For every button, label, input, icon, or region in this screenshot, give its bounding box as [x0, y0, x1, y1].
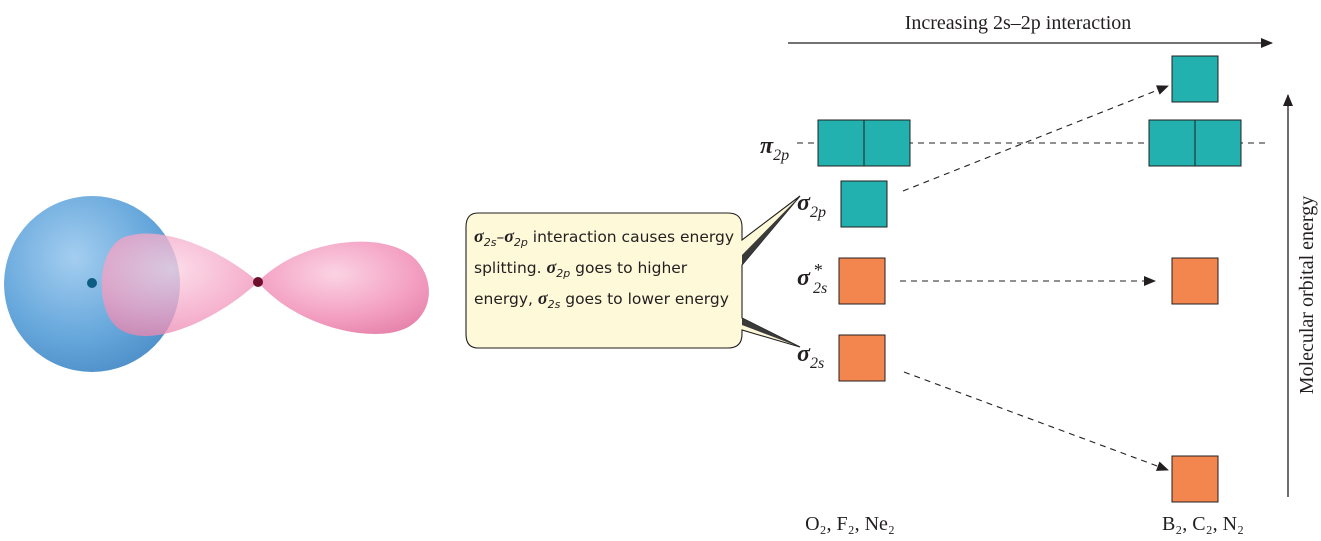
sigma2s-star-label: σ*2s: [797, 260, 827, 297]
sigma2s-star-box-left: [838, 257, 886, 305]
sigma2s-box-left: [838, 334, 886, 382]
sigma2p-box-left: [840, 180, 888, 228]
sigma2s-star-box-right: [1171, 257, 1219, 305]
pink-lobe-right: [258, 241, 429, 334]
sigma2p-box-right: [1171, 55, 1219, 103]
sigma2p-correlation-arrow: [902, 85, 1169, 192]
pi2p-box-left-2: [863, 119, 911, 167]
nucleus-right: [253, 277, 263, 287]
right-column-label: B₂, C₂, N₂: [1162, 513, 1244, 535]
sigma2s-box-right: [1171, 455, 1219, 503]
nucleus-left: [87, 278, 97, 288]
callout-bubble: [465, 195, 801, 349]
pi2p-box-left-1: [817, 119, 865, 167]
sigma2p-label: σ2p: [797, 190, 826, 221]
pi2p-label: π2p: [760, 133, 789, 164]
interaction-title: Increasing 2s–2p interaction: [905, 12, 1132, 34]
pink-lobe-left: [101, 233, 258, 337]
sigma2s-label: σ2s: [797, 341, 824, 372]
pi2p-box-right-2: [1194, 119, 1242, 167]
pi2p-box-right-1: [1148, 119, 1196, 167]
callout-pointer-shadow-top: [742, 196, 800, 265]
energy-axis-label: Molecular orbital energy: [1296, 196, 1318, 394]
left-column-label: O₂, F₂, Ne₂: [805, 513, 895, 535]
callout-text: σ2s–σ2p interaction causes energy splitt…: [474, 226, 735, 312]
orbital-overlap-illustration: [4, 196, 429, 372]
sigma2s-correlation-arrow: [903, 371, 1169, 471]
callout-pointer-shadow-bottom: [742, 318, 800, 347]
